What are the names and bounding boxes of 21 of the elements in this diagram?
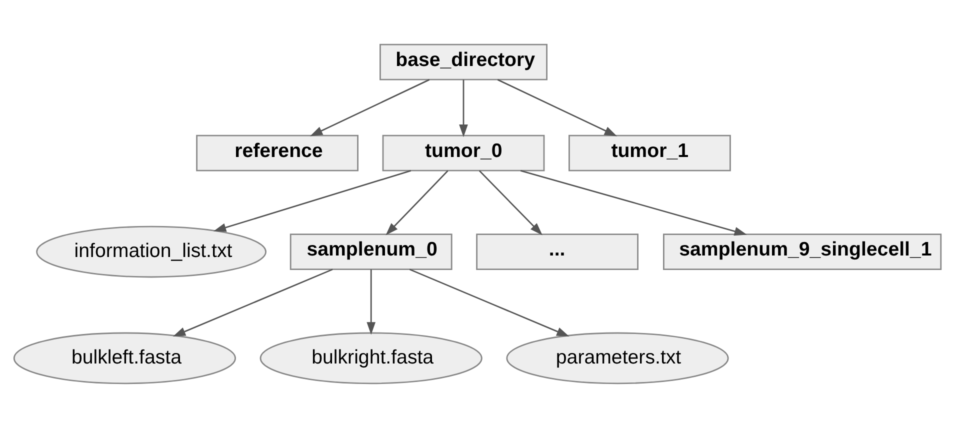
node-ellipse: bulkright.fasta [260, 332, 482, 384]
arrow [409, 268, 570, 337]
arrow [459, 80, 468, 138]
arrow [478, 170, 542, 236]
node-box: reference [196, 134, 358, 172]
arrow [366, 269, 376, 335]
arrow [497, 79, 618, 136]
arrow [386, 170, 448, 236]
arrow [213, 170, 412, 232]
arrow [310, 79, 430, 136]
node-box: ... [476, 234, 638, 270]
node-box: samplenum_9_singlecell_1 [663, 234, 942, 270]
node-box: samplenum_0 [290, 234, 452, 270]
node-ellipse: information_list.txt [36, 226, 266, 278]
node-ellipse: bulkleft.fasta [13, 332, 236, 384]
node-box: base_directory [380, 44, 548, 80]
node-ellipse: parameters.txt [506, 332, 729, 384]
arrow [172, 268, 333, 337]
node-box: tumor_0 [382, 134, 545, 172]
node-box: tumor_1 [568, 134, 731, 172]
arrow [520, 170, 747, 236]
